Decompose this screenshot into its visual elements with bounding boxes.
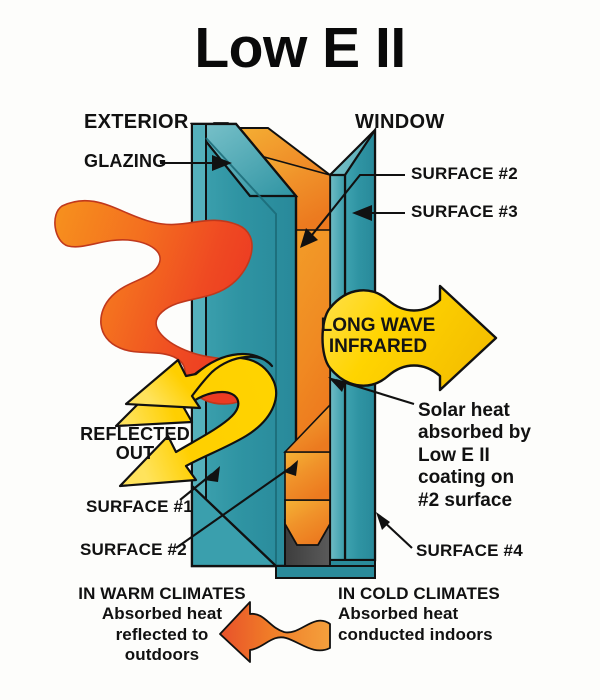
label-surface-1: SURFACE #1	[86, 497, 193, 516]
surface2-bottom-arrowhead	[284, 460, 298, 476]
label-glazing: GLAZING	[84, 151, 167, 171]
warm-climate-arrow	[219, 601, 331, 663]
label-surface-4: SURFACE #4	[416, 541, 523, 560]
leader-arrowheads	[204, 155, 390, 530]
cavity-bottom-gold	[284, 451, 331, 501]
infrared-label-line1: LONG WAVE	[321, 315, 436, 336]
surface4-arrowhead	[376, 512, 390, 530]
reflected-arrow-upper	[124, 353, 274, 410]
solar-radiation-ribbon	[54, 199, 259, 405]
label-solar-heat-absorbed: Solar heat absorbed by Low E II coating …	[418, 400, 531, 511]
surface2-top-arrowhead	[300, 228, 318, 248]
label-exterior: EXTERIOR	[84, 111, 189, 133]
solar-callout-arrowhead	[328, 377, 346, 392]
glazing-arrowhead	[212, 155, 232, 171]
label-surface-2-top: SURFACE #2	[411, 164, 518, 183]
note-warm-climates: IN WARM CLIMATES Absorbed heat reflected…	[78, 584, 246, 665]
cavity-bottom-diag	[283, 403, 331, 453]
note-cold-climates: IN COLD CLIMATES Absorbed heat conducted…	[338, 584, 500, 644]
label-surface-2-bottom: SURFACE #2	[80, 540, 187, 559]
surface1-arrowhead	[204, 466, 220, 482]
label-reflected-out: REFLECTED OUT	[80, 424, 190, 464]
page-title: Low E II	[194, 16, 406, 80]
unit-base	[275, 565, 376, 579]
label-window: WINDOW	[355, 111, 445, 133]
infrared-label-line2: INFRARED	[329, 336, 427, 357]
infrared-arrow	[321, 284, 498, 392]
surface3-arrowhead	[352, 205, 372, 221]
label-surface-3: SURFACE #3	[411, 202, 518, 221]
